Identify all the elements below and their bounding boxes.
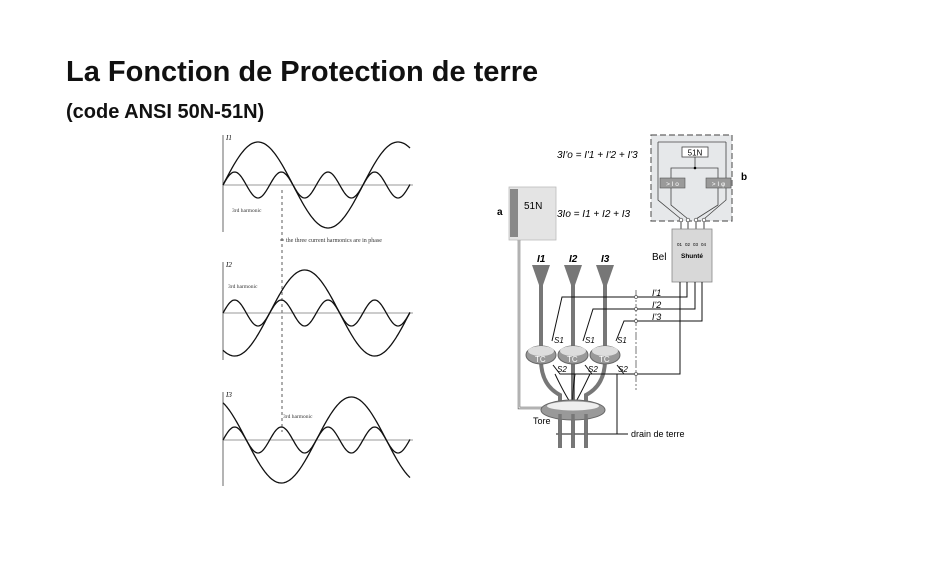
threshold-io-box <box>659 177 686 189</box>
threshold-iphi-box <box>705 177 732 189</box>
secondary-current-3: I'3 <box>652 312 661 322</box>
relay-b-51n-label: 51N <box>688 149 703 158</box>
harmonic-waveforms: the three current harmonics are in phase… <box>222 134 413 486</box>
third-harmonic-wave-1 <box>222 171 411 199</box>
terminal-02: 02 <box>685 242 691 247</box>
current-transformers <box>525 345 621 365</box>
threshold-iphi-label: > I φ <box>712 181 725 188</box>
terminal-03: 03 <box>693 242 699 247</box>
slide-title: La Fonction de Protection de terre <box>66 56 539 88</box>
fundamental-wave-1 <box>222 141 411 229</box>
terminal-04: 04 <box>701 242 707 247</box>
s2-label-3: S2 <box>618 365 628 374</box>
label-a: a <box>497 207 503 218</box>
relay-a-side <box>510 189 518 237</box>
s1-label-2: S1 <box>585 336 595 345</box>
phase-label-1: I1 <box>537 254 546 265</box>
bel-label: Bel <box>652 252 666 263</box>
axis-label-2: I2 <box>225 261 232 269</box>
bel-shunt-block <box>671 228 713 283</box>
formula-secondary: 3I'o = I'1 + I'2 + I'3 <box>557 150 638 161</box>
shunt-label: Shunté <box>681 253 703 260</box>
formula-primary: 3Io = I1 + I2 + I3 <box>557 209 631 220</box>
secondary-current-2: I'2 <box>652 300 661 310</box>
phase-label-3: I3 <box>601 254 610 265</box>
ct-label-3: TC <box>599 355 610 364</box>
harmonic-label-2: 3rd harmonic <box>228 284 258 290</box>
harmonic-label-3: 3rd harmonic <box>283 414 313 420</box>
relay-a-label: 51N <box>524 201 542 212</box>
threshold-io-label: > I o <box>666 181 679 188</box>
protection-schematic: 51N > I o > I φ b 3I'o = I'1 + I'2 + I'3… <box>497 134 747 448</box>
phase-note: the three current harmonics are in phase <box>286 238 382 244</box>
axis-label-3: I3 <box>225 391 232 399</box>
drain-label: drain de terre <box>631 429 685 439</box>
s2-label-2: S2 <box>588 365 598 374</box>
s2-label-1: S2 <box>557 365 567 374</box>
ct-label-2: TC <box>567 355 578 364</box>
fundamental-wave-2 <box>222 269 411 357</box>
axis-label-1: I1 <box>225 134 232 142</box>
label-b: b <box>741 172 747 183</box>
tore-label: Tore <box>533 416 551 426</box>
slide-subtitle: (code ANSI 50N-51N) <box>66 101 265 123</box>
s1-label-1: S1 <box>554 336 564 345</box>
third-harmonic-wave-2 <box>222 299 411 327</box>
ct-label-1: TC <box>535 355 546 364</box>
phase-label-2: I2 <box>569 254 578 265</box>
secondary-current-1: I'1 <box>652 288 661 298</box>
third-harmonic-wave-3 <box>222 426 411 454</box>
terminal-01: 01 <box>677 242 683 247</box>
harmonic-label-1: 3rd harmonic <box>232 208 262 214</box>
s1-label-3: S1 <box>617 336 627 345</box>
